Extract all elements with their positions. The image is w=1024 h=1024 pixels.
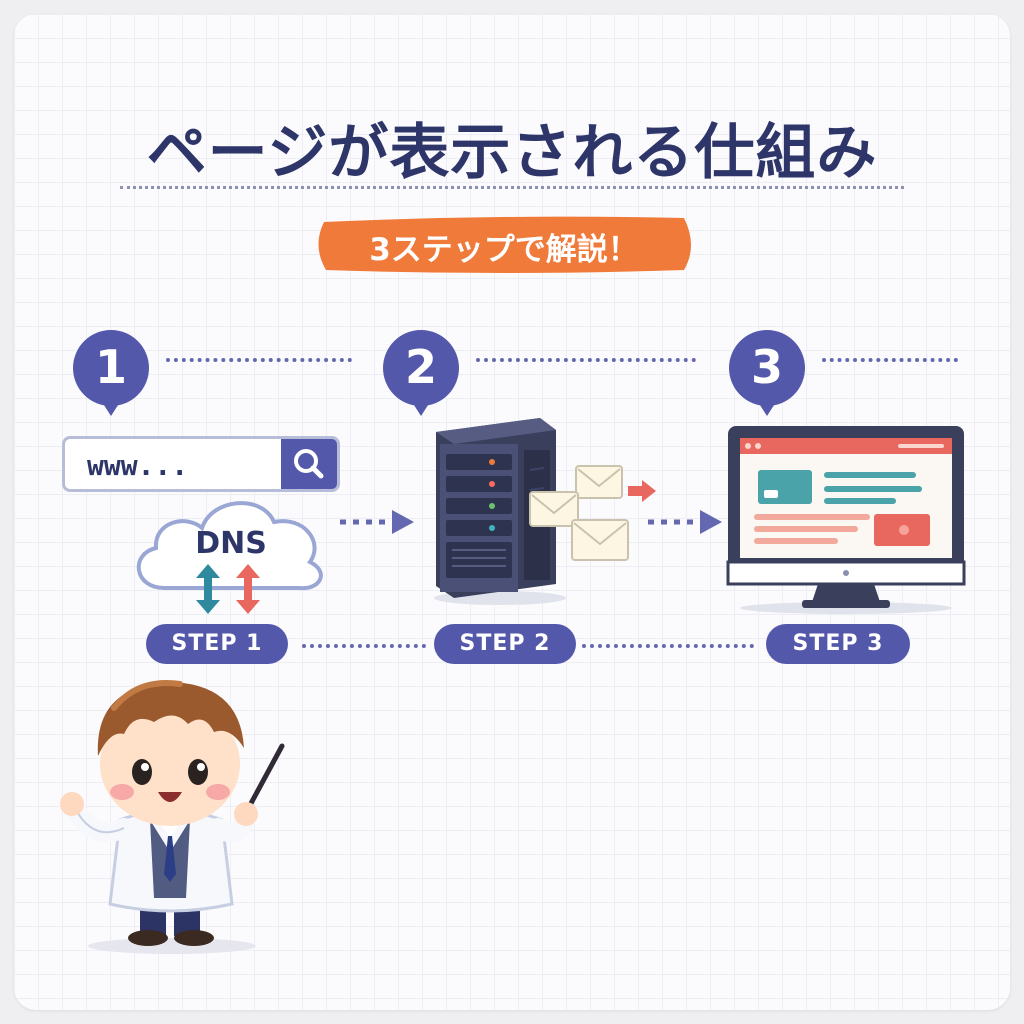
- subtitle-text: 3ステップで解説！: [369, 232, 639, 268]
- server-icon: [434, 418, 566, 605]
- connector-dots: [582, 644, 754, 648]
- step-3-label: STEP 3: [766, 624, 910, 664]
- connector-dots: [166, 358, 352, 362]
- arrow-right-icon: [340, 510, 414, 534]
- dns-label: DNS: [195, 526, 267, 561]
- arrow-up-down-icon: [196, 564, 260, 614]
- step-3-number: 3: [750, 340, 783, 394]
- connector-dots: [476, 358, 696, 362]
- envelope-icon: [529, 465, 656, 561]
- browser-address-bar: www...: [62, 436, 340, 492]
- search-icon: [294, 449, 324, 479]
- url-text: www...: [87, 449, 189, 482]
- page-title: ページが表示される仕組み: [146, 118, 878, 188]
- step-2-badge: 2: [378, 328, 470, 416]
- teacher-character: [60, 680, 285, 954]
- search-button: [281, 439, 337, 489]
- step-1-badge: 1: [68, 328, 160, 416]
- step-2-label: STEP 2: [434, 624, 576, 664]
- connector-dots: [302, 644, 426, 648]
- connector-dots: [822, 358, 958, 362]
- title-divider: [120, 186, 904, 189]
- step-1-label: STEP 1: [146, 624, 288, 664]
- step-2-number: 2: [404, 340, 437, 394]
- subtitle-banner: 3ステップで解説！: [312, 212, 696, 276]
- banner-shape: [318, 216, 691, 273]
- cloud-icon: [136, 501, 323, 591]
- step-3-badge: 3: [724, 328, 816, 416]
- step-1-number: 1: [94, 340, 127, 394]
- arrow-right-icon: [648, 510, 722, 534]
- monitor-icon: [726, 426, 966, 614]
